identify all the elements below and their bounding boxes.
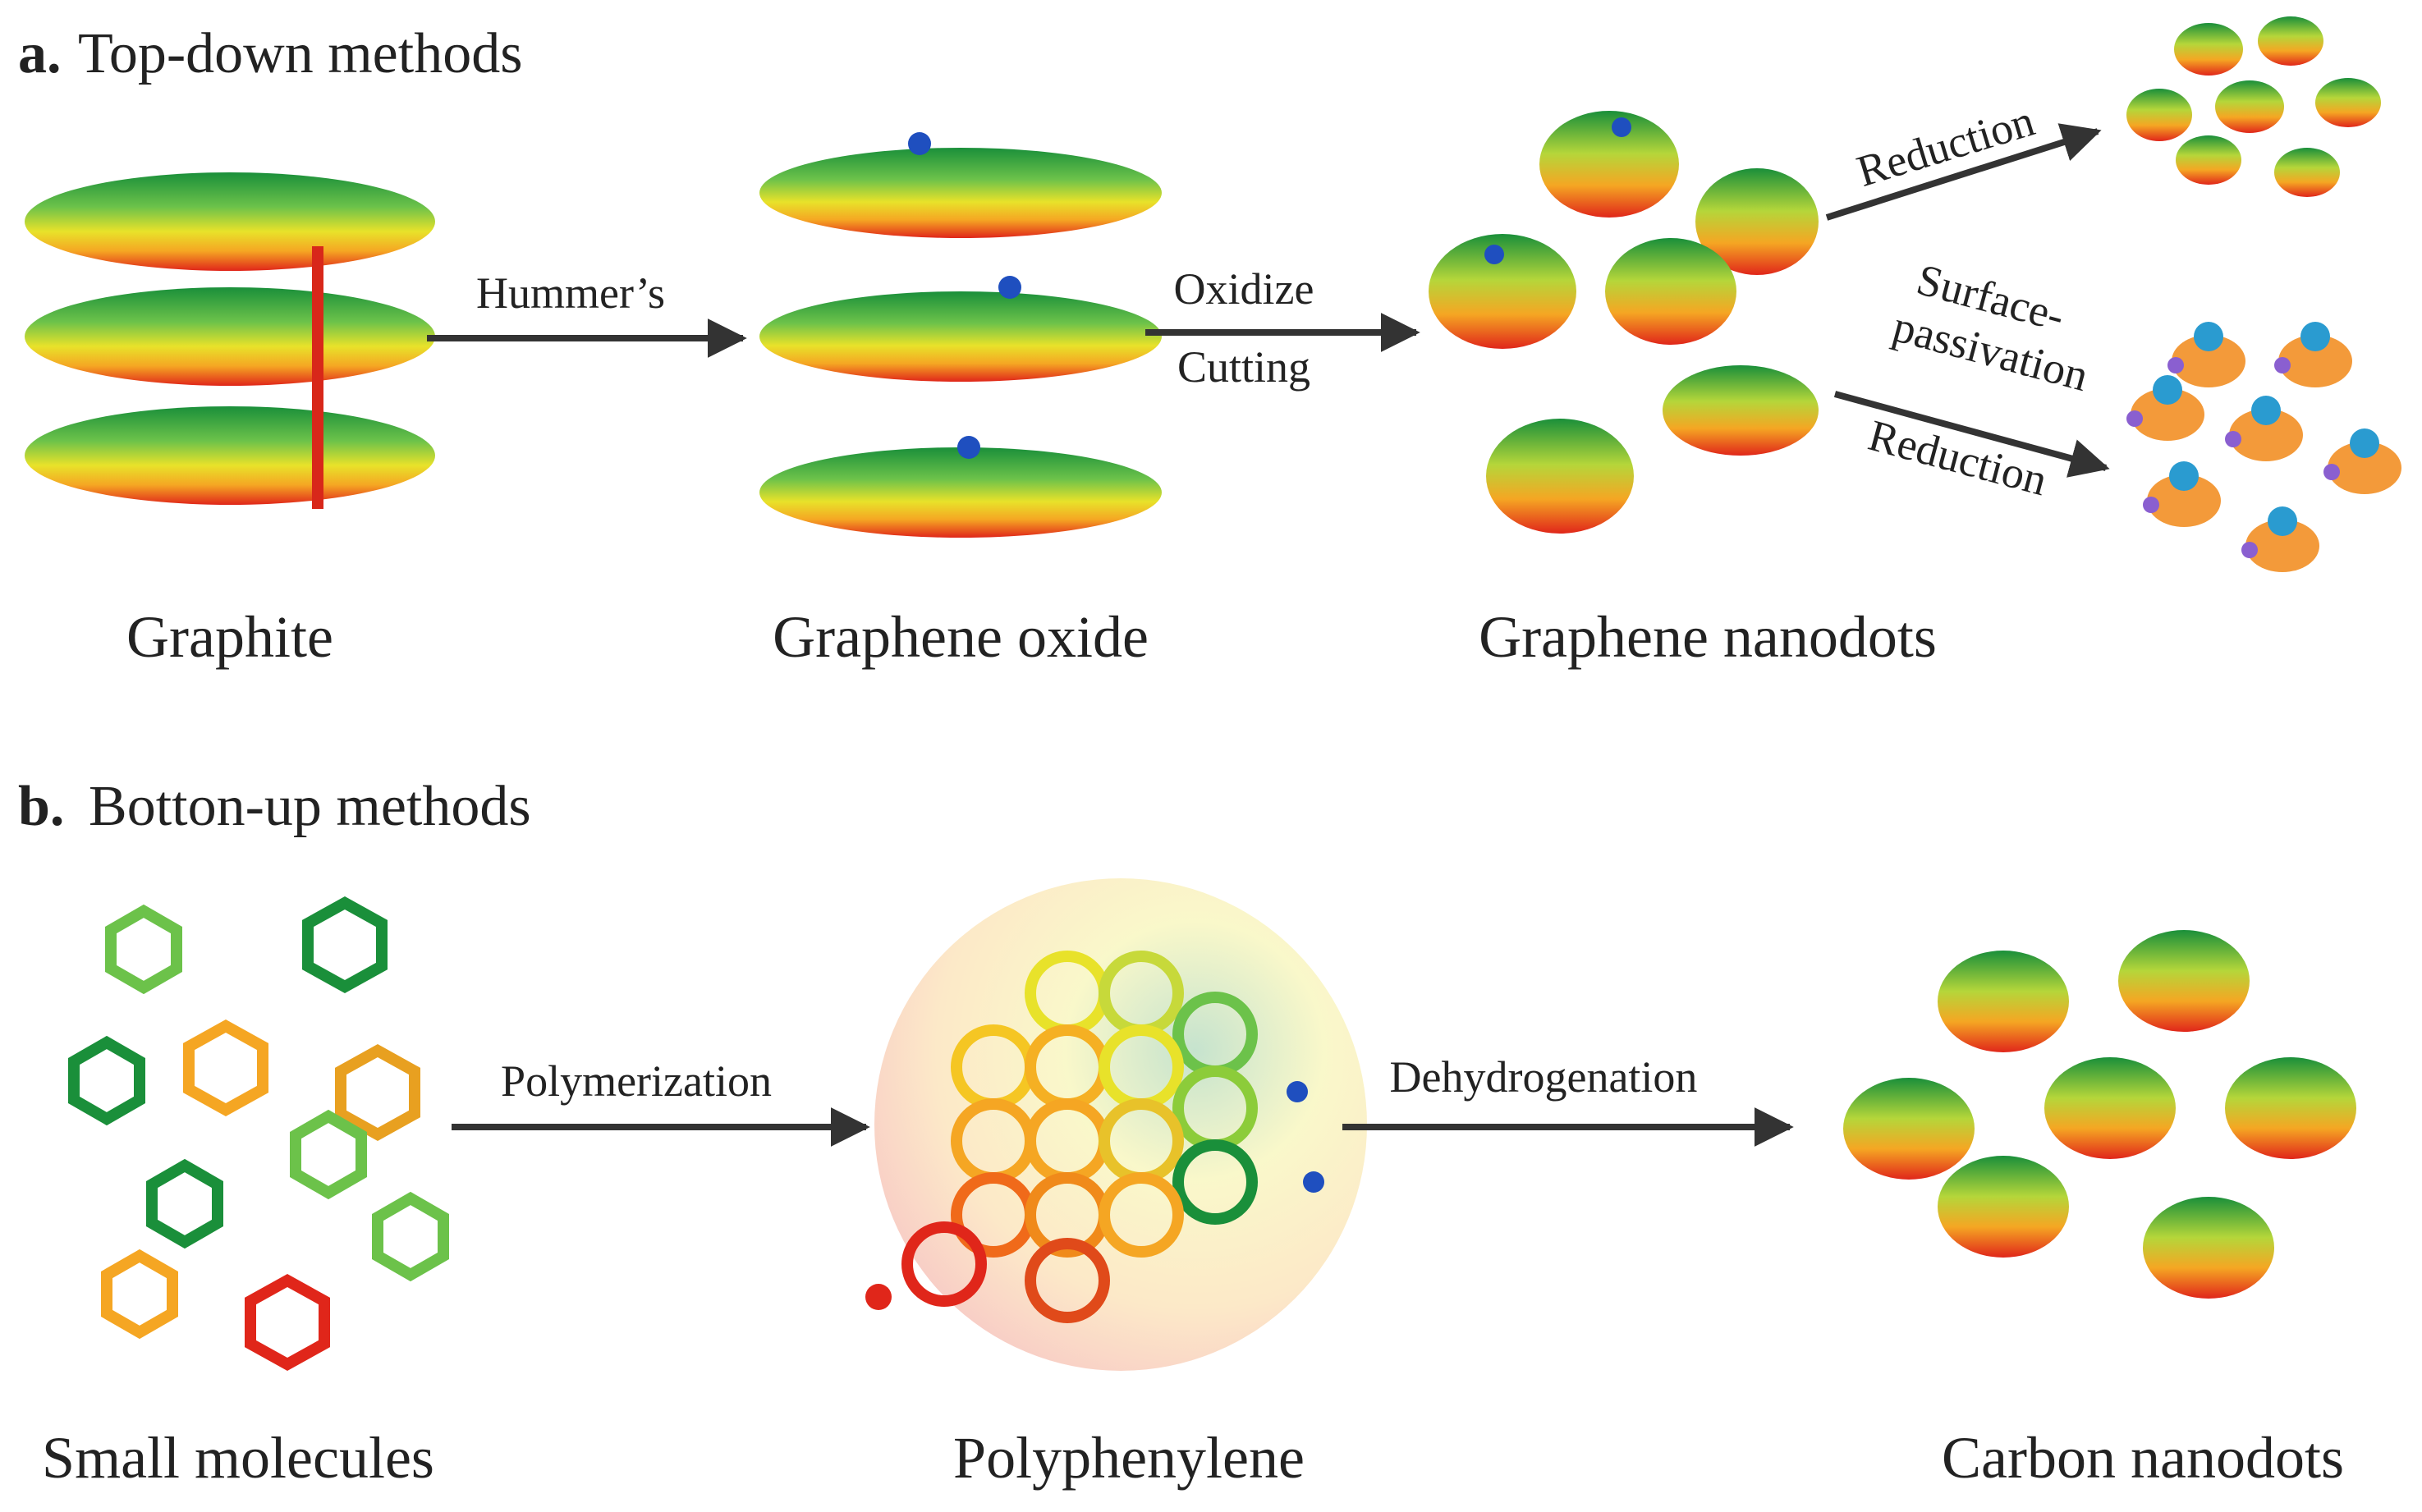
carbon-nanodots-label: Carbon nanodots [1942, 1425, 2344, 1491]
reduced-nanodots-illustration [2126, 16, 2381, 197]
polymerization-label: Polymerization [501, 1056, 772, 1106]
polyphenylene-illustration [865, 878, 1367, 1371]
graphene-oxide-label: Graphene oxide [773, 604, 1149, 670]
passivated-nanodots-illustration [2126, 322, 2401, 572]
graphene-nanodots-label: Graphene nanodots [1479, 604, 1937, 670]
graphite-illustration [25, 172, 435, 509]
section-b-letter: b. [18, 775, 64, 838]
polyphenylene-label: Polyphenylene [953, 1425, 1305, 1491]
carbon-nanodots-illustration [1843, 930, 2356, 1299]
section-a-letter: a. [18, 22, 62, 85]
oxidize-label: Oxidize [1174, 264, 1314, 314]
graphene-oxide-illustration [759, 132, 1162, 538]
small-molecules-illustration [68, 896, 449, 1372]
graphene-nanodots-illustration [1429, 111, 1819, 534]
section-a-title: Top-down methods [78, 22, 522, 85]
reduction-top-arrow [1825, 123, 2102, 221]
cutting-label: Cutting [1177, 342, 1310, 392]
passivation-reduction-arrow [1833, 391, 2110, 478]
small-molecules-label: Small molecules [42, 1425, 434, 1491]
dehydrogenation-label: Dehydrogenation [1390, 1052, 1698, 1102]
graphite-label: Graphite [126, 604, 333, 670]
section-b-title: Botton-up methods [89, 775, 531, 838]
hummers-label: Hummer’s [476, 268, 665, 318]
